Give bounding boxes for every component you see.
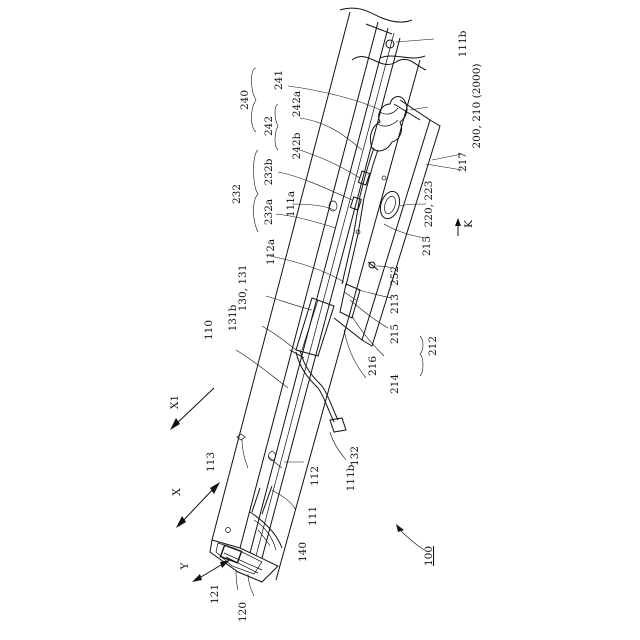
label-252: 252 — [389, 266, 401, 286]
label-X: X — [171, 488, 183, 496]
label-Y: Y — [179, 561, 191, 570]
label-232b: 232b — [263, 158, 275, 185]
label-220-223: 220, 223 — [423, 181, 435, 228]
label-113: 113 — [205, 452, 217, 472]
label-121: 121 — [209, 584, 221, 604]
housing-130 — [290, 298, 334, 358]
label-140: 140 — [297, 542, 309, 562]
direction-arrows — [170, 388, 230, 582]
label-111b-bottom: 111b — [345, 464, 357, 491]
cable-assembly-240 — [342, 97, 407, 286]
label-215-upper: 215 — [421, 236, 433, 256]
label-110: 110 — [203, 320, 215, 340]
label-241: 241 — [273, 70, 285, 90]
label-240: 240 — [239, 90, 251, 110]
label-112a: 112a — [265, 239, 277, 265]
label-215-lower: 215 — [389, 324, 401, 344]
label-242a: 242a — [291, 91, 303, 117]
label-120: 120 — [237, 602, 249, 622]
label-217: 217 — [457, 152, 469, 172]
label-232: 232 — [231, 184, 243, 204]
label-111a: 111a — [285, 191, 297, 217]
label-213: 213 — [389, 294, 401, 314]
label-232a: 232a — [263, 199, 275, 225]
label-K: K — [463, 220, 475, 228]
label-132: 132 — [349, 446, 361, 466]
cable-132 — [296, 350, 346, 432]
label-111: 111 — [307, 506, 319, 526]
label-112: 112 — [309, 466, 321, 486]
label-131b: 131b — [227, 304, 239, 331]
label-X1: X1 — [169, 395, 181, 409]
label-242b: 242b — [291, 132, 303, 159]
label-200-210: 200, 210 (2000) — [471, 63, 483, 148]
label-130-131: 130, 131 — [237, 265, 249, 312]
label-216: 216 — [367, 356, 379, 376]
label-212: 212 — [427, 336, 439, 356]
reference-labels: 111b 200, 210 (2000) 217 220, 223 215 K … — [169, 30, 483, 622]
label-111b-top: 111b — [457, 30, 469, 57]
label-214: 214 — [389, 374, 401, 394]
label-100: 100 — [423, 546, 435, 566]
label-242: 242 — [263, 116, 275, 136]
